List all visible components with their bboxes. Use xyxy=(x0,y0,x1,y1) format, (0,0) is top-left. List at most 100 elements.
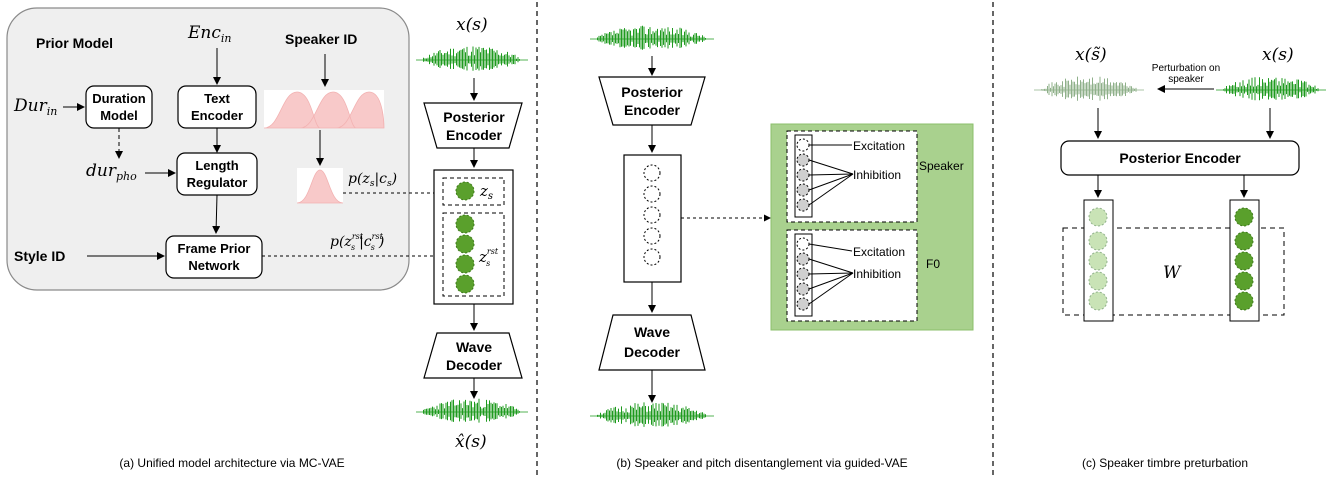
wave-decoder-b-label-1: Wave xyxy=(634,324,670,340)
length-regulator-label-1: Length xyxy=(195,158,238,173)
panel-a: Prior Model Encin Speaker ID Text Encode… xyxy=(6,7,528,470)
frame-prior-label-2: Network xyxy=(188,258,240,273)
latent-node-b xyxy=(643,248,661,266)
latent-node-b xyxy=(643,227,661,245)
inhibition-edge xyxy=(808,272,854,275)
length-regulator-label-2: Regulator xyxy=(187,175,248,190)
excitation-edge xyxy=(808,243,853,252)
dur-pho-label: durpho xyxy=(86,161,137,183)
original-node xyxy=(1234,251,1254,271)
inhibition-edge xyxy=(808,173,854,206)
speaker-dim-node xyxy=(796,138,810,152)
caption-c: (c) Speaker timbre preturbation xyxy=(1082,456,1248,470)
style-id-label: Style ID xyxy=(14,248,65,264)
latent-node-b xyxy=(643,185,661,203)
caption-b: (b) Speaker and pitch disentanglement vi… xyxy=(616,456,907,470)
wave-decoder-b-box xyxy=(598,314,706,371)
zs-label: zs xyxy=(479,182,493,202)
inhibition-edge xyxy=(808,159,854,175)
posterior-encoder-c-box xyxy=(1060,140,1300,176)
inhibition-edge xyxy=(808,173,854,191)
posterior-encoder-b-label-2: Encoder xyxy=(624,102,681,118)
frame-prior-label-1: Frame Prior xyxy=(178,241,251,256)
inhibition-edge xyxy=(808,258,854,274)
duration-model-label-1: Duration xyxy=(92,91,146,106)
posterior-encoder-b-label-1: Posterior xyxy=(621,84,683,100)
zrst-node xyxy=(455,214,475,234)
inhibition-edge xyxy=(808,173,854,176)
speaker-guide-label: Speaker xyxy=(919,159,964,173)
zs-node xyxy=(455,181,475,201)
speaker-dim-node xyxy=(796,198,810,212)
waveform-stroke xyxy=(423,398,520,423)
wave-decoder-a-label-1: Wave xyxy=(456,339,492,355)
waveform-perturbed xyxy=(1034,76,1144,101)
x-s-label-a: x(s) xyxy=(456,15,488,35)
inhibition-edge xyxy=(808,272,854,305)
enc-in-label: Encin xyxy=(187,23,232,45)
zrst-group-box xyxy=(442,212,505,297)
waveform-stroke xyxy=(597,25,706,50)
speaker-id-label: Speaker ID xyxy=(285,31,357,47)
panel-b: Posterior Encoder Wave Decoder Excitatio… xyxy=(590,25,974,470)
dur-in-label: Durin xyxy=(13,96,57,118)
speaker-dim-node xyxy=(796,168,810,182)
waveform-stroke xyxy=(1041,76,1137,101)
prior-model-title: Prior Model xyxy=(36,35,113,51)
wave-decoder-a-box xyxy=(423,332,523,379)
waveform-stroke xyxy=(1223,77,1319,101)
text-encoder-label-2: Encoder xyxy=(191,108,243,123)
waveform-input-a xyxy=(416,46,528,71)
waveform-stroke xyxy=(597,402,706,427)
wave-decoder-b-label-2: Decoder xyxy=(624,344,681,360)
posterior-encoder-c-label: Posterior Encoder xyxy=(1119,150,1241,166)
gaussian-curves xyxy=(263,91,385,129)
posterior-encoder-a-label-1: Posterior xyxy=(443,109,505,125)
inhibition-edge xyxy=(808,272,854,290)
perturbation-label-1: Perturbation on xyxy=(1152,63,1220,74)
w-label: W xyxy=(1163,263,1182,283)
zrst-node xyxy=(455,234,475,254)
waveform-original-c xyxy=(1216,77,1326,101)
w-region xyxy=(1062,227,1285,316)
zrst-node xyxy=(455,254,475,274)
posterior-encoder-a-label-2: Encoder xyxy=(446,127,503,143)
f0-dim-node xyxy=(796,297,810,311)
f0-dim-node xyxy=(796,237,810,251)
perturbation-label-2: speaker xyxy=(1168,74,1204,85)
arrow-length-to-frame xyxy=(212,194,221,234)
inhibition-label-2: Inhibition xyxy=(853,267,901,281)
x-hat-s-label: x̂(s) xyxy=(455,432,487,452)
speaker-dim-node xyxy=(796,183,810,197)
excitation-label-2: Excitation xyxy=(853,245,905,259)
inhibition-label-1: Inhibition xyxy=(853,168,901,182)
x-s-label-c: x(s) xyxy=(1262,45,1294,65)
waveform-output-b xyxy=(590,402,714,427)
f0-dim-node xyxy=(796,282,810,296)
original-node xyxy=(1234,207,1254,227)
perturbed-node xyxy=(1088,207,1108,227)
duration-model-label-2: Model xyxy=(100,108,138,123)
posterior-encoder-b-box xyxy=(598,76,706,126)
caption-a: (a) Unified model architecture via MC-VA… xyxy=(119,456,344,470)
waveform-input-b xyxy=(590,25,714,50)
latent-node-b xyxy=(643,206,661,224)
f0-dim-node xyxy=(796,252,810,266)
zrst-node xyxy=(455,274,475,294)
excitation-label-1: Excitation xyxy=(853,139,905,153)
waveform-output-a xyxy=(416,398,528,423)
panel-c: x(s̃) x(s) Perturbation on speaker Poste… xyxy=(1034,45,1326,470)
x-tilde-s-label: x(s̃) xyxy=(1075,45,1107,65)
frame-prior-box xyxy=(165,235,263,279)
zs-group-box xyxy=(442,177,505,206)
perturbed-node xyxy=(1088,291,1108,311)
single-gaussian xyxy=(296,169,344,204)
original-node xyxy=(1234,271,1254,291)
wave-decoder-a-label-2: Decoder xyxy=(446,357,503,373)
perturbed-node xyxy=(1088,251,1108,271)
speaker-dim-node xyxy=(796,153,810,167)
posterior-encoder-a-box xyxy=(423,102,523,149)
